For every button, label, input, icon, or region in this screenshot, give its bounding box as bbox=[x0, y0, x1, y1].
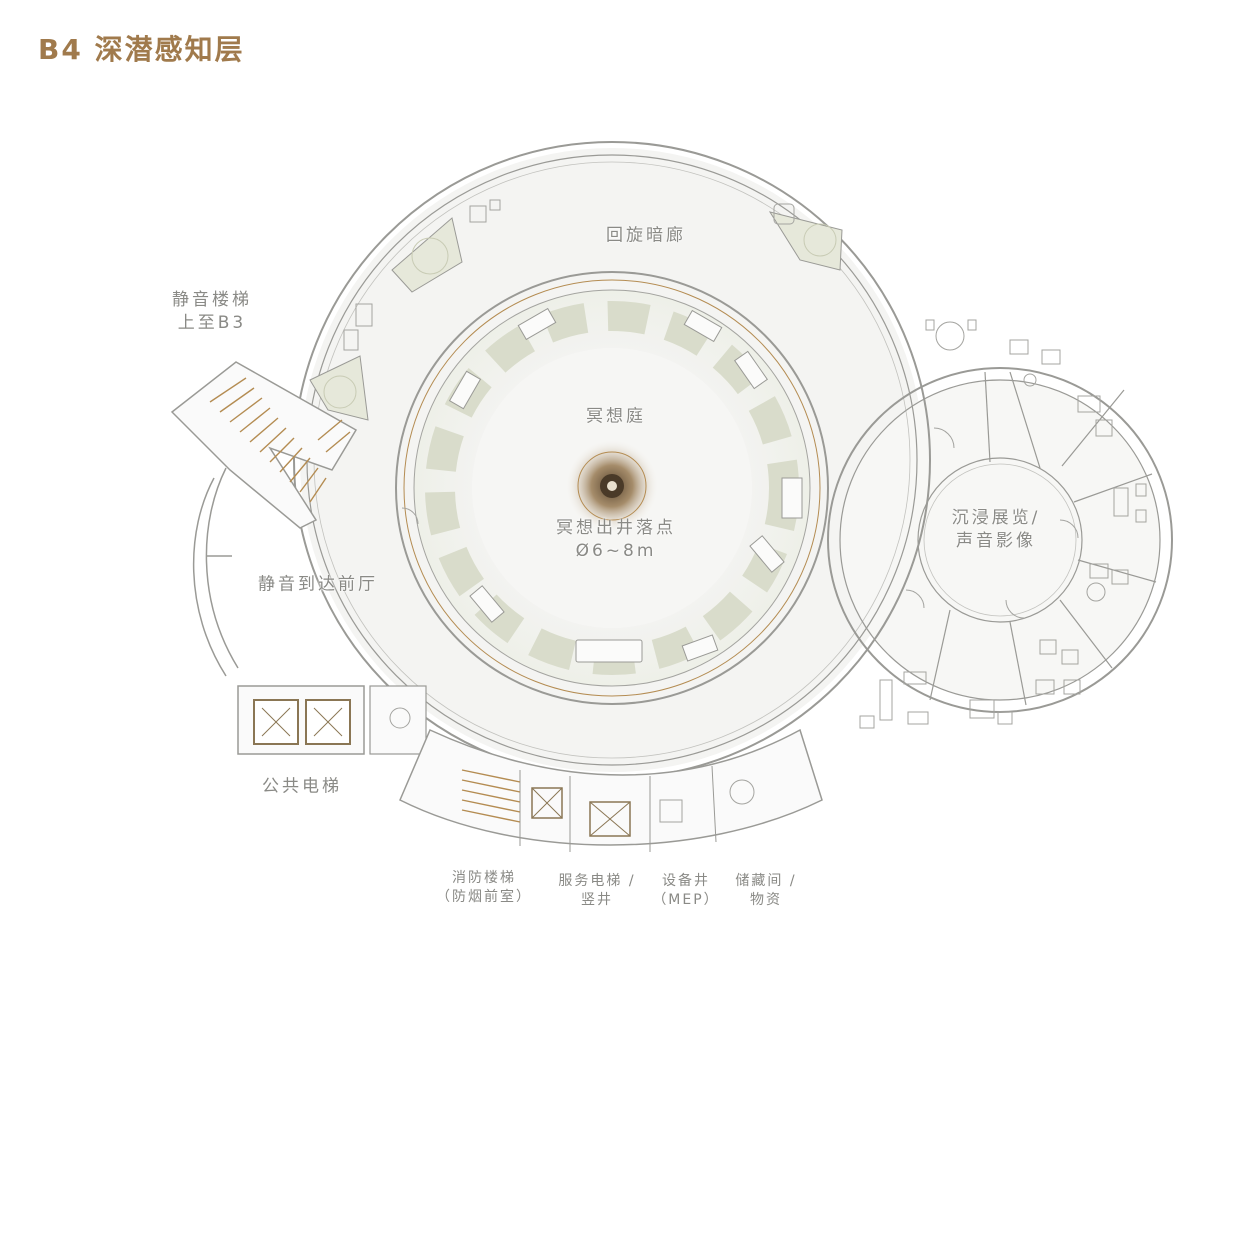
shaft-label: 冥想出井落点 Ø6~8m bbox=[556, 517, 676, 563]
stair-up-line1: 静音楼梯 bbox=[172, 290, 252, 311]
stair-up-label: 静音楼梯 上至B3 bbox=[172, 289, 252, 335]
court-label: 冥想庭 bbox=[586, 406, 646, 427]
elevator-label: 公共电梯 bbox=[262, 776, 342, 797]
corridor-label: 回旋暗廊 bbox=[606, 225, 686, 246]
fire-stair-line1: 消防楼梯 bbox=[452, 870, 516, 887]
courtyard-benches bbox=[448, 307, 803, 663]
arrival-lobby bbox=[192, 467, 239, 677]
lobby-label: 静音到达前厅 bbox=[258, 574, 378, 595]
exhibit-label: 沉浸展览/ 声音影像 bbox=[952, 507, 1041, 553]
corridor-fixtures bbox=[343, 199, 795, 351]
door-swings bbox=[401, 427, 1079, 619]
fire-stair-line2: （防烟前室） bbox=[436, 889, 532, 905]
exhibit-line1: 沉浸展览/ bbox=[951, 508, 1041, 529]
exhibit-line2: 声音影像 bbox=[955, 531, 1036, 551]
storage-label: 储藏间 / 物资 bbox=[735, 872, 796, 910]
meditation-shaft bbox=[566, 440, 658, 532]
public-elevators bbox=[237, 685, 427, 755]
corridor-planters bbox=[309, 211, 843, 421]
exhibition-furniture bbox=[859, 319, 1147, 729]
mep-label: 设备井 （MEP） bbox=[652, 872, 719, 910]
storage-line1: 储藏间 / bbox=[735, 873, 797, 890]
mep-line1: 设备井 bbox=[662, 873, 710, 890]
shaft-label-line1: 冥想出井落点 bbox=[556, 518, 676, 539]
exhibition-wall bbox=[827, 367, 1173, 713]
service-lift-line2: 竖井 bbox=[580, 892, 613, 908]
service-wing bbox=[399, 728, 823, 852]
service-lift-label: 服务电梯 / 竖井 bbox=[558, 872, 635, 910]
quiet-stair bbox=[170, 361, 358, 529]
fire-stair-label: 消防楼梯 （防烟前室） bbox=[436, 869, 532, 907]
storage-line2: 物资 bbox=[749, 892, 782, 908]
mep-line2: （MEP） bbox=[652, 892, 720, 908]
service-lift-line1: 服务电梯 / bbox=[558, 873, 636, 890]
stair-up-line2: 上至B3 bbox=[177, 313, 247, 333]
shaft-label-line2: Ø6~8m bbox=[575, 541, 657, 561]
page-title: B4 深潜感知层 bbox=[38, 33, 245, 66]
